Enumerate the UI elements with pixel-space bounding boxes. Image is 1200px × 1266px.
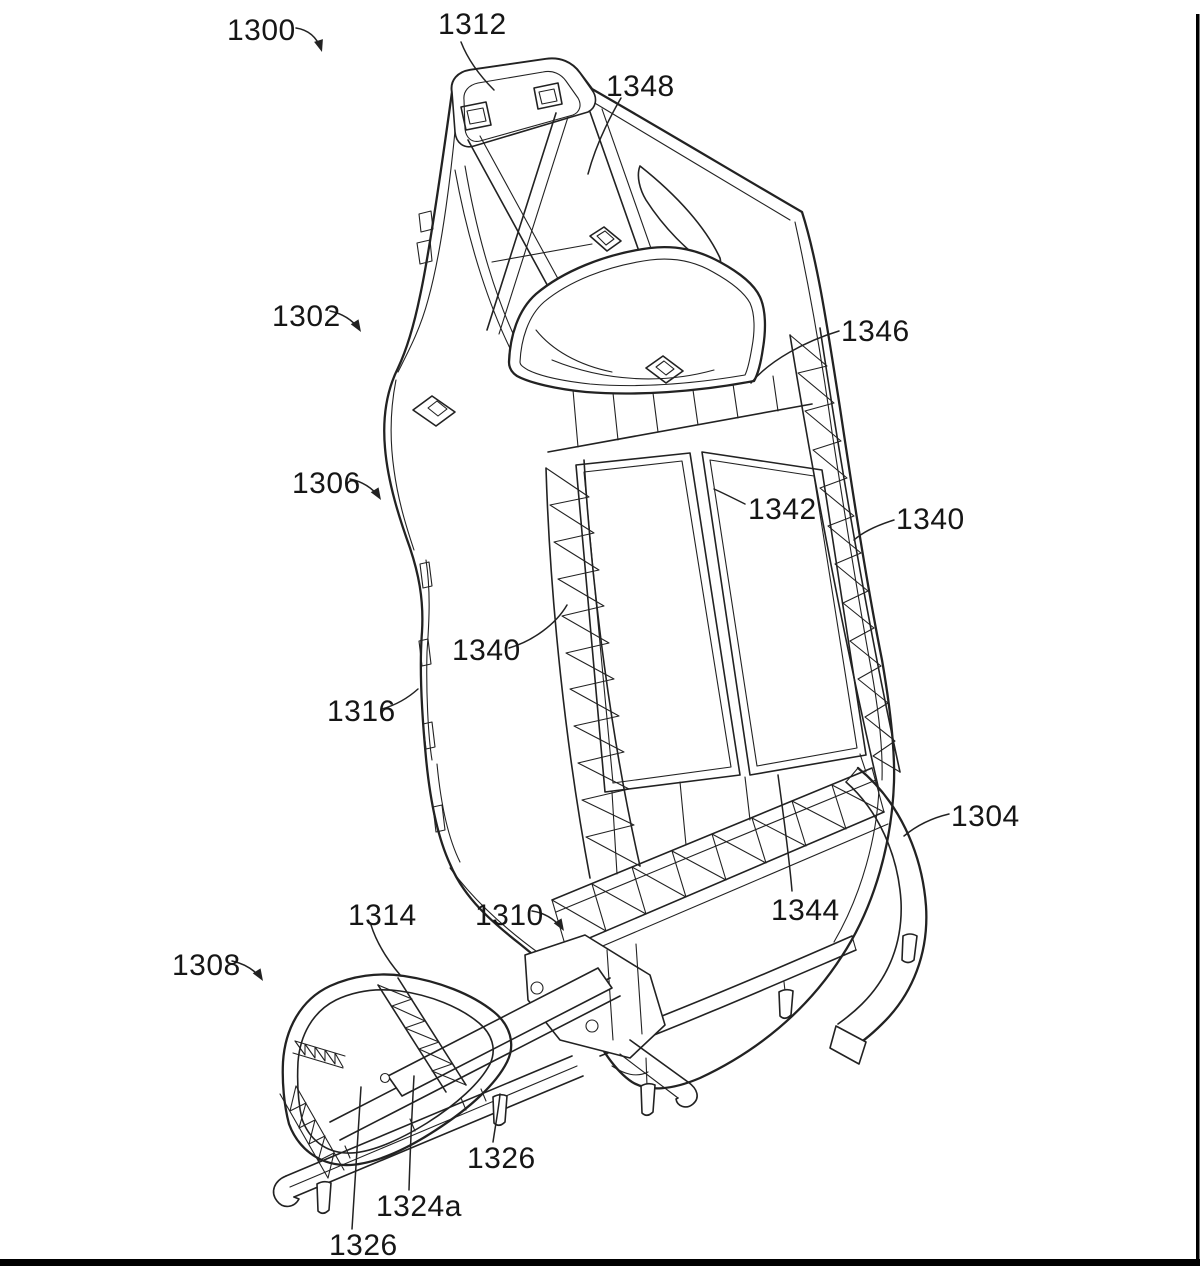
ref-label-1316: 1316 [327,695,396,728]
side-bracket [412,395,456,427]
arrowhead-1310 [553,918,564,931]
header-inner-line [463,70,581,142]
right-rail-stub [629,1039,689,1083]
leader-1348 [587,97,622,175]
seat-pan-collar [281,973,513,1167]
ref-label-1304: 1304 [951,800,1020,833]
bolt-pin [778,988,794,1020]
ref-label-1340-right: 1340 [896,503,965,536]
side-rail-tabs [412,210,456,833]
leader-1324a [408,1075,415,1191]
headrest-header [450,57,597,148]
ref-label-1306: 1306 [292,467,361,500]
leader-1340-right [853,519,895,541]
seat-back-frame [383,57,928,1117]
arrowhead-1300 [314,39,323,52]
headrest-guide-hole-left [460,101,492,131]
header-slab [450,57,597,148]
side-support-bar [379,967,613,1097]
leader-1314 [370,924,402,977]
ref-label-1326-bottom: 1326 [329,1229,398,1262]
leader-1342 [713,488,746,505]
upper-back-panel [507,246,767,395]
ref-label-1344: 1344 [771,894,840,927]
ref-label-1308: 1308 [172,949,241,982]
floor-pin [316,1180,332,1215]
leader-1316 [381,688,419,710]
frame-inner-line [390,379,415,551]
ref-label-1340-left: 1340 [452,634,521,667]
ref-label-1312: 1312 [438,8,507,41]
reference-labels: 1300 1312 1348 1302 1346 1306 1342 1340 … [172,8,1020,1262]
collar-ribbed-strap [377,977,467,1093]
side-rib-band-right [789,327,901,787]
truss-center-bracket [589,226,622,252]
annotation-leaders [231,27,950,1230]
ref-label-1326-mid: 1326 [467,1142,536,1175]
side-rib-band-left [545,459,641,879]
frame-inner-line [794,221,883,781]
ref-label-1324a: 1324a [376,1190,462,1223]
leader-1326-bottom [351,1086,362,1230]
leader-1304 [903,813,950,837]
scan-border-right [1196,14,1200,1266]
arm-pin [901,933,918,964]
frame-inner-line [436,763,461,863]
bolt-pin [640,1082,656,1117]
leader-1340-left [508,604,568,649]
front-rail-endcap [272,1175,300,1208]
ref-label-1300: 1300 [227,14,296,47]
scan-border-bottom [0,1259,1200,1266]
leader-1344 [777,774,793,892]
frame-inner-line [397,97,459,373]
ref-label-1348: 1348 [606,70,675,103]
recliner-arm [829,766,928,1065]
ref-label-1314: 1314 [348,899,417,932]
arrowhead-1306 [370,487,381,500]
leader-1326-mid [492,1093,501,1143]
arm-foot [829,1025,867,1065]
arrowhead-1302 [350,319,361,332]
leader-1312 [460,41,495,91]
ref-label-1310: 1310 [475,899,544,932]
arrowhead-1308 [252,968,263,981]
ref-label-1346: 1346 [841,315,910,348]
left-bolster-contour [454,169,519,365]
collar-rib-strips [279,1040,346,1179]
frame-inner-line [833,787,880,943]
leader-1346 [750,330,840,384]
ref-label-1302: 1302 [272,300,341,333]
upper-rib-row [547,375,813,453]
seat-bottom-frame [272,934,698,1215]
frame-inner-line [425,559,433,761]
ref-label-1342: 1342 [748,493,817,526]
lower-cross-member [551,767,889,961]
panel-bracket [645,355,684,384]
headrest-guide-hole-right [533,82,563,110]
